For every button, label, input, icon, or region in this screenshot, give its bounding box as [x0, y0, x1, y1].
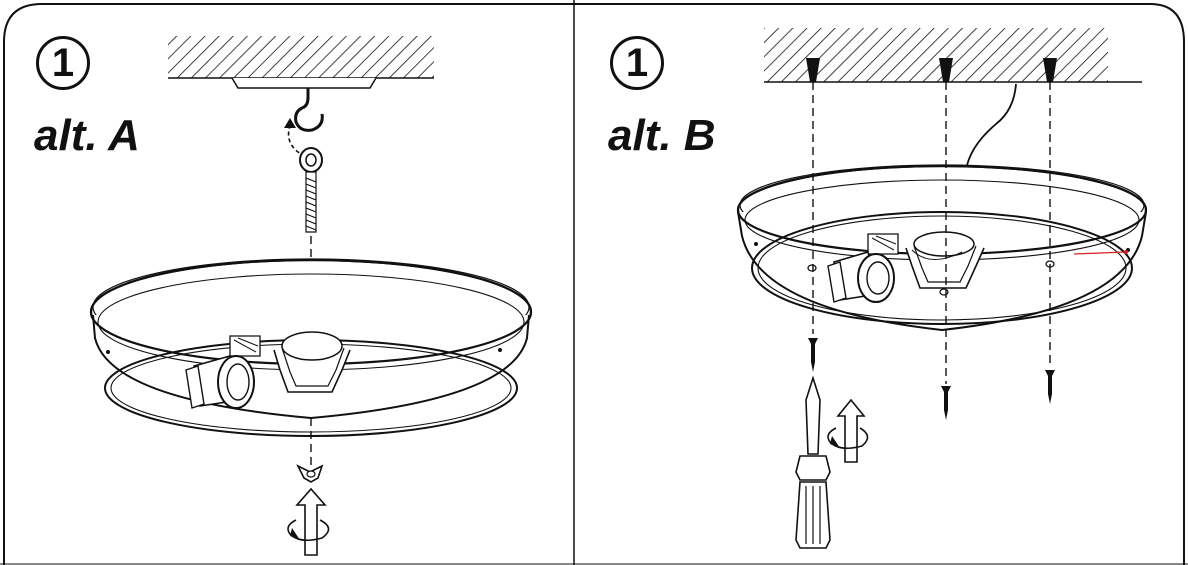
- light-fixture-b: [738, 165, 1146, 330]
- step-number-a: 1: [36, 36, 90, 90]
- outer-frame: [4, 4, 1184, 565]
- eye-bolt-icon: [300, 148, 322, 232]
- lamp-socket-icon: [828, 234, 898, 302]
- light-fixture-a: [91, 259, 531, 436]
- rotate-up-arrow-icon: [288, 489, 329, 555]
- ceiling-hook-icon: [296, 88, 323, 130]
- screw-icon: [808, 338, 1055, 420]
- wing-nut-icon: [298, 466, 322, 482]
- alt-label-a: alt. A: [34, 111, 140, 160]
- wall-plug-icon: [806, 58, 1057, 82]
- hook-arrow: [289, 126, 318, 162]
- panel-b-drawing: [738, 28, 1146, 548]
- alt-label-b: alt. B: [608, 111, 716, 160]
- screwdriver-icon: [796, 378, 830, 548]
- rotate-up-arrow-icon: [828, 400, 868, 462]
- step-number-b: 1: [610, 36, 664, 90]
- panel-a-drawing: [91, 36, 531, 555]
- lamp-socket-icon: [186, 336, 260, 408]
- red-marker-line: [1074, 252, 1126, 254]
- ceiling-a: [168, 36, 434, 78]
- power-wire: [966, 84, 1016, 170]
- ceiling-plate: [232, 78, 376, 88]
